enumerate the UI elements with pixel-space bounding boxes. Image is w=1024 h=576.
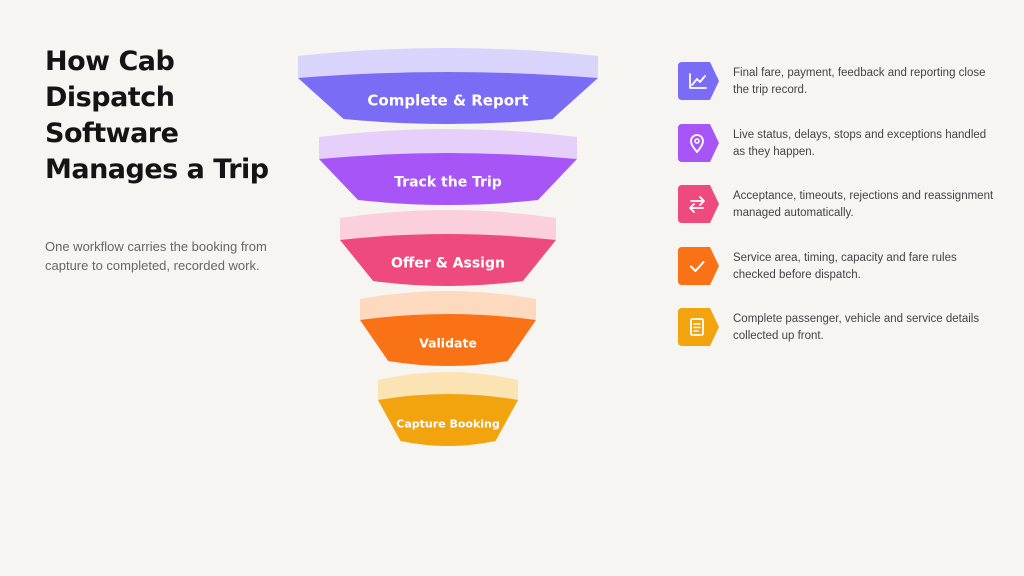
step-badge-4 bbox=[678, 308, 719, 346]
funnel-layer-1: Track the Trip bbox=[319, 129, 577, 205]
step-item-4: Complete passenger, vehicle and service … bbox=[678, 308, 998, 348]
funnel-layer-top-3 bbox=[360, 291, 536, 320]
funnel-label-3: Validate bbox=[419, 336, 477, 351]
funnel-layer-top-4 bbox=[378, 372, 518, 400]
funnel-layer-0: Complete & Report bbox=[298, 48, 598, 124]
location-pin-icon bbox=[690, 134, 704, 153]
step-badge-2 bbox=[678, 185, 719, 223]
step-text-0: Final fare, payment, feedback and report… bbox=[733, 67, 986, 96]
step-text-1: Live status, delays, stops and exception… bbox=[733, 129, 987, 158]
step-badge-1 bbox=[678, 124, 719, 162]
funnel-layer-3: Validate bbox=[360, 291, 536, 366]
step-text-4: Complete passenger, vehicle and service … bbox=[733, 313, 980, 342]
step-item-1: Live status, delays, stops and exception… bbox=[678, 124, 998, 164]
step-item-2: Acceptance, timeouts, rejections and rea… bbox=[678, 185, 998, 225]
funnel-layer-4: Capture Booking bbox=[378, 372, 518, 446]
funnel-layer-body-1 bbox=[319, 153, 577, 205]
step-text-3: Service area, timing, capacity and fare … bbox=[733, 252, 957, 281]
step-badge-0 bbox=[678, 62, 719, 100]
funnel-layer-top-1 bbox=[319, 129, 577, 159]
funnel-layer-top-2 bbox=[340, 210, 556, 240]
funnel-label-4: Capture Booking bbox=[396, 418, 499, 431]
line-chart-icon bbox=[689, 73, 707, 89]
funnel-layer-top-0 bbox=[298, 48, 598, 78]
step-item-3: Service area, timing, capacity and fare … bbox=[678, 247, 998, 287]
funnel-layer-body-2 bbox=[340, 234, 556, 286]
funnel-layer-body-4 bbox=[378, 394, 518, 446]
funnel-label-2: Offer & Assign bbox=[391, 256, 505, 272]
page-subtitle: One workflow carries the booking from ca… bbox=[45, 239, 267, 273]
funnel-layer-2: Offer & Assign bbox=[340, 210, 556, 286]
step-text-2: Acceptance, timeouts, rejections and rea… bbox=[733, 190, 994, 219]
swap-arrows-icon bbox=[689, 196, 705, 213]
checkmark-icon bbox=[690, 261, 705, 272]
page-title: How Cab Dispatch Software Manages a Trip bbox=[45, 46, 269, 185]
step-badge-3 bbox=[678, 247, 719, 285]
document-icon bbox=[690, 318, 704, 336]
funnel-label-0: Complete & Report bbox=[367, 92, 528, 110]
funnel-layer-body-0 bbox=[298, 72, 598, 124]
funnel-label-1: Track the Trip bbox=[394, 175, 502, 191]
funnel-layer-body-3 bbox=[360, 314, 536, 366]
step-item-0: Final fare, payment, feedback and report… bbox=[678, 62, 998, 102]
